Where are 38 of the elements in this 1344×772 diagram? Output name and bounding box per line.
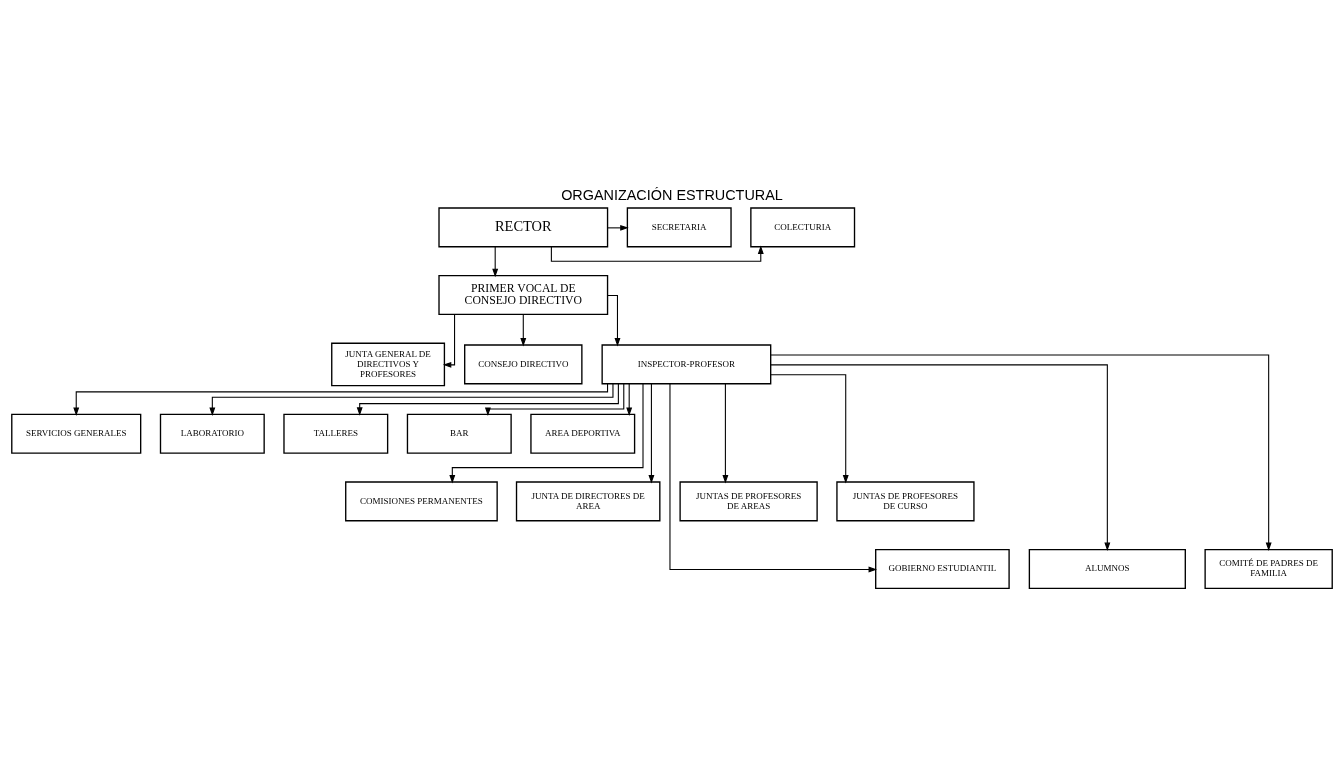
arrow <box>770 353 1272 551</box>
node-box: COMITÉ DE PADRES DE FAMILIA <box>1204 548 1333 589</box>
node-box: JUNTA GENERAL DE DIRECTIVOS Y PROFESORES <box>331 342 446 386</box>
arrow <box>770 363 1111 551</box>
node-box: CONSEJO DIRECTIVO <box>464 343 583 384</box>
arrow <box>73 382 609 416</box>
node-box: SECRETARIA <box>626 206 732 247</box>
arrow <box>770 373 849 484</box>
node-box: COLECTURIA <box>750 206 856 247</box>
node-box: JUNTAS DE PROFESORES DE AREAS <box>679 480 818 521</box>
node-box: PRIMER VOCAL DE CONSEJO DIRECTIVO <box>438 274 609 315</box>
arrow <box>484 382 625 416</box>
node-box: SERVICIOS GENERALES <box>11 413 142 454</box>
arrow <box>607 224 629 231</box>
node-box: GOBIERNO ESTUDIANTIL <box>875 548 1010 589</box>
node-box: RECTOR <box>438 206 609 247</box>
node-box: JUNTA DE DIRECTORES DE AREA <box>515 480 661 521</box>
arrow <box>648 383 655 483</box>
arrow <box>520 313 527 347</box>
arrow <box>550 244 764 262</box>
arrow <box>449 382 644 483</box>
arrow <box>722 383 729 483</box>
arrow <box>442 313 456 368</box>
node-box: INSPECTOR-PROFESOR <box>601 343 772 384</box>
node-box: TALLERES <box>283 413 389 454</box>
node-box: COMISIONES PERMANENTES <box>345 480 498 521</box>
arrow <box>492 245 499 277</box>
node-box: AREA DEPORTIVA <box>530 413 636 454</box>
node-box: ALUMNOS <box>1028 548 1186 589</box>
arrow <box>607 294 621 346</box>
arrow <box>626 383 633 416</box>
node-box: JUNTAS DE PROFESORES DE CURSO <box>836 480 975 521</box>
node-box: LABORATORIO <box>159 413 265 454</box>
diagram-title: ORGANIZACIÓN ESTRUCTURAL <box>561 186 783 203</box>
arrow <box>669 383 878 572</box>
node-box: BAR <box>406 413 512 454</box>
arrow <box>356 382 619 416</box>
arrow <box>209 382 614 416</box>
